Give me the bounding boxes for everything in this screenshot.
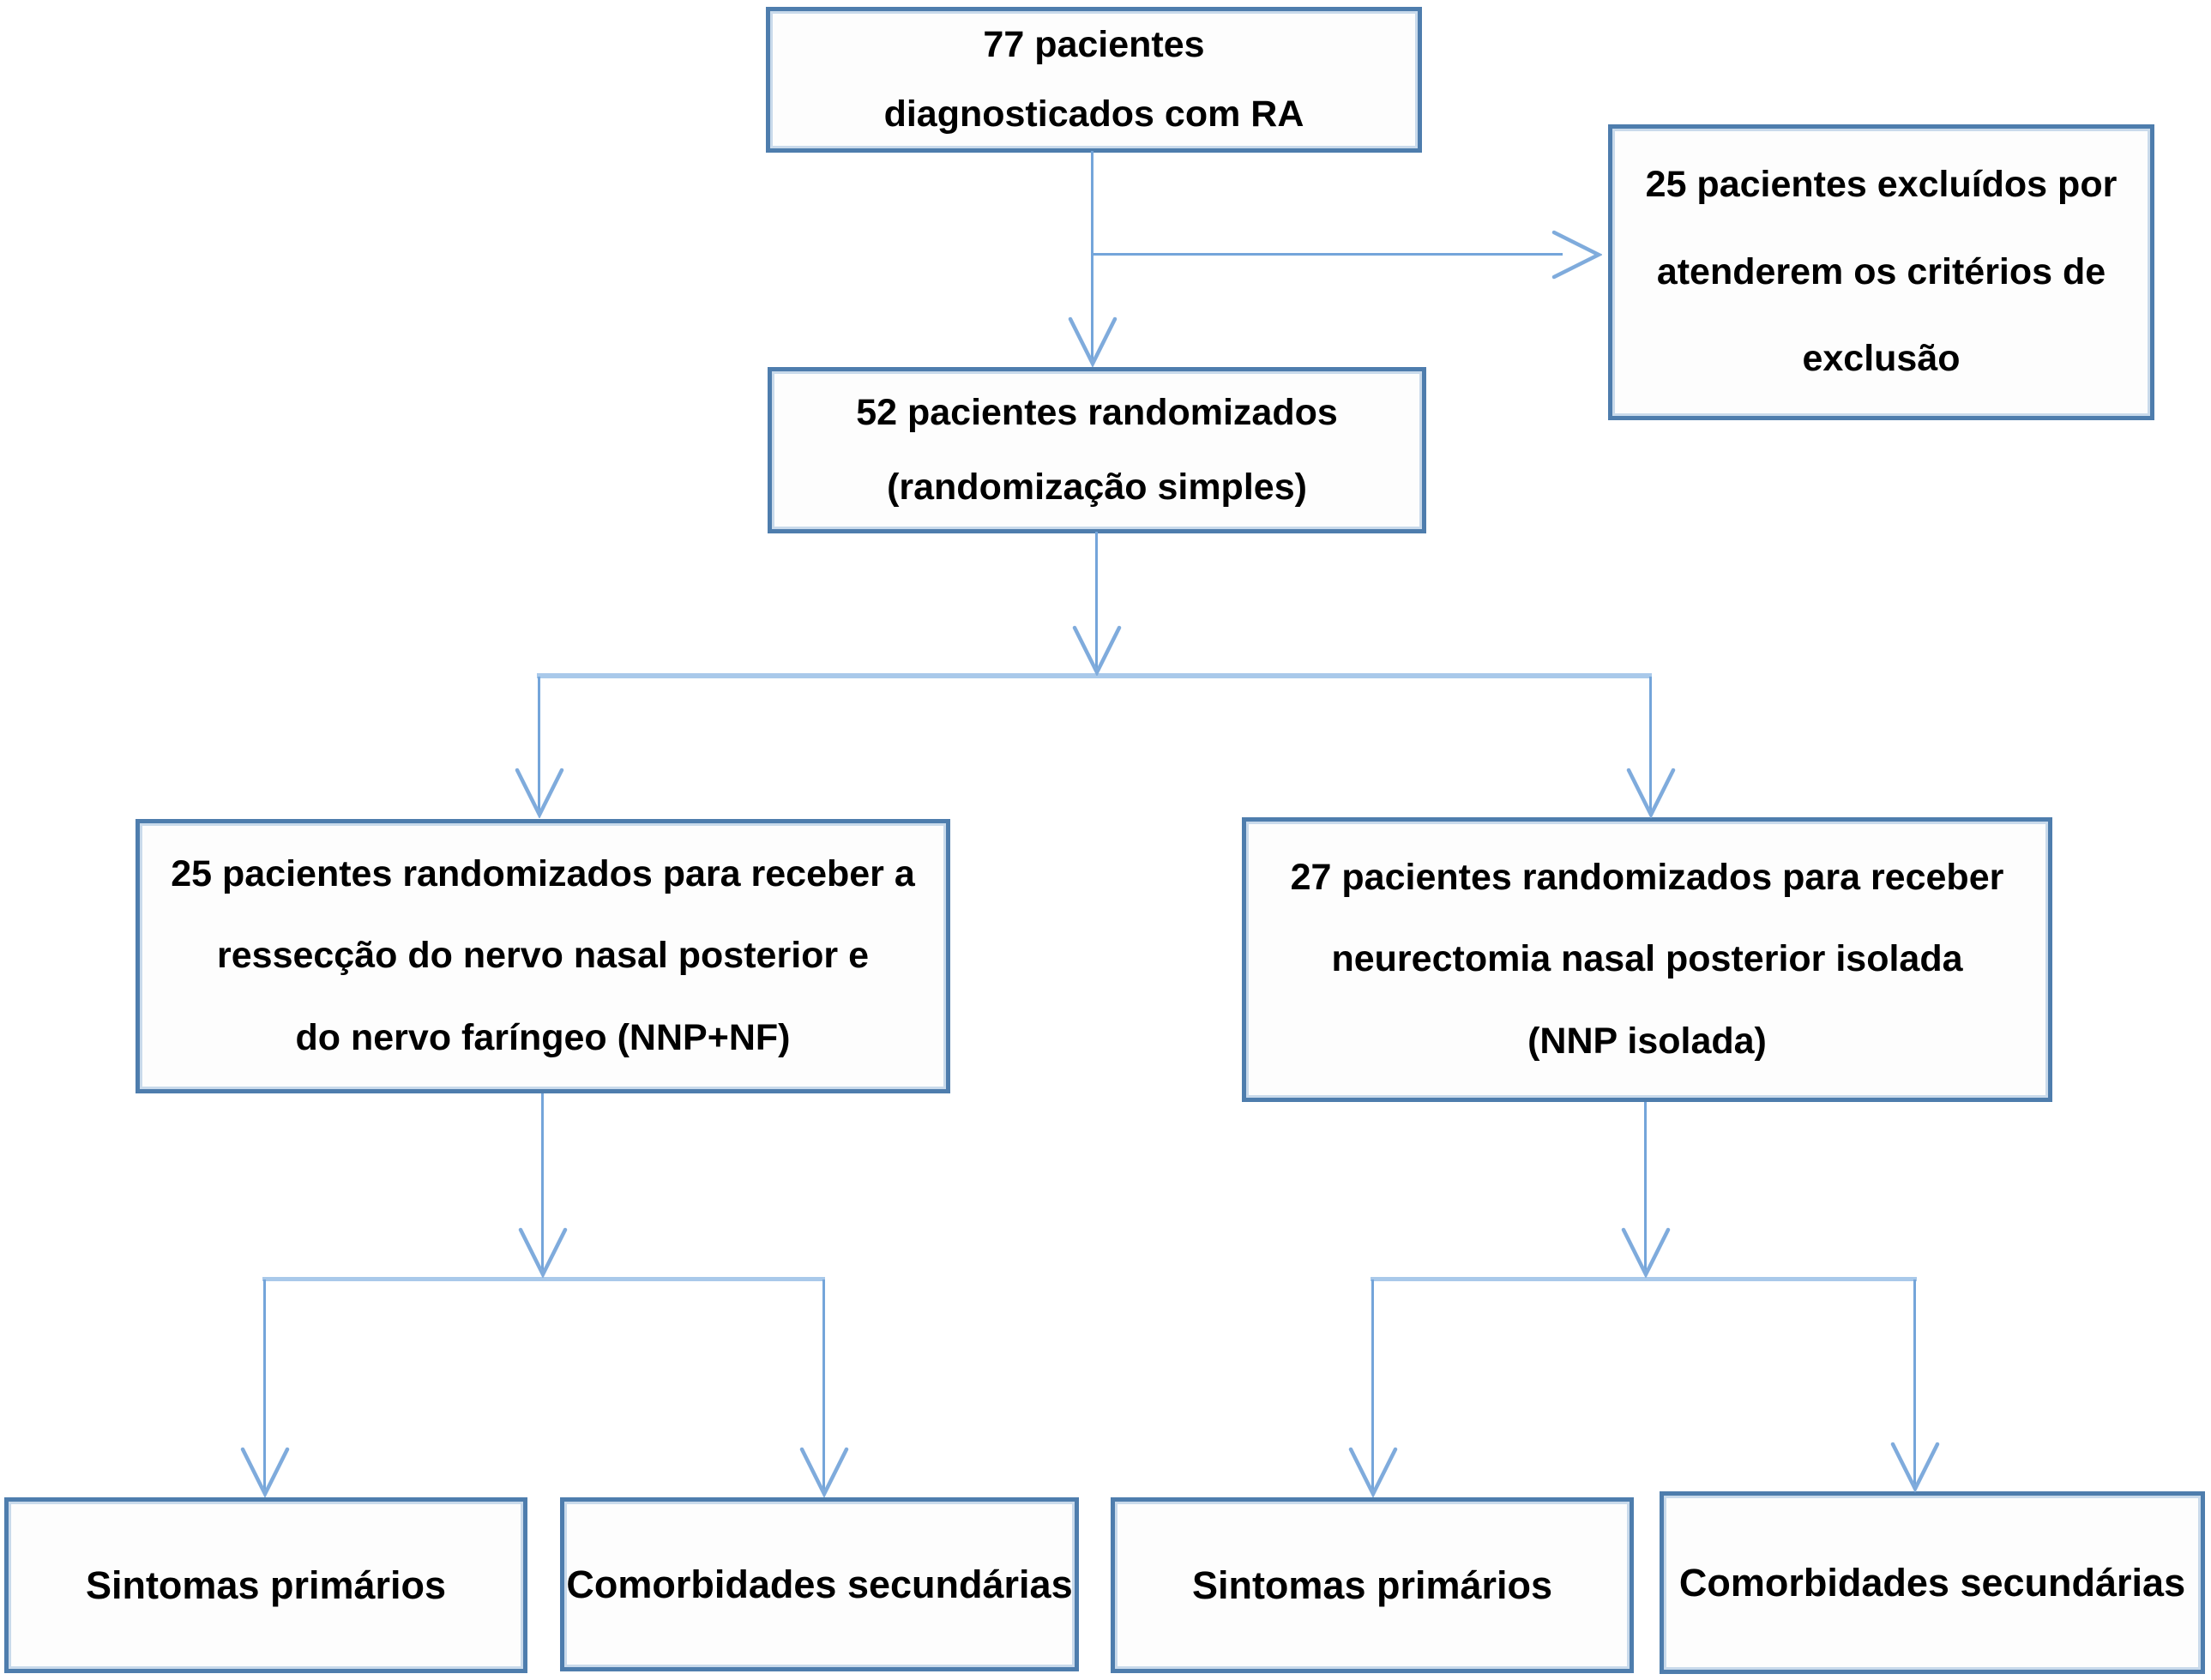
arrowhead-down-icon [799,1447,849,1497]
node-randomized-line1: 52 pacientes randomizados [856,391,1338,433]
node-excluded: 25 pacientes excluídos por atenderem os … [1608,124,2154,420]
connector-split-to-nnp-nf [538,677,540,812]
arrowhead-right-icon [1551,230,1602,280]
node-right-sintomas-label: Sintomas primários [1191,1563,1553,1607]
node-nnp-nf-line1: 25 pacientes randomizados para receber a [171,852,915,894]
arrowhead-down-icon [518,1227,568,1278]
node-right-comorbidades-secundarias: Comorbidades secundárias [1660,1491,2205,1674]
connector-branch-to-excluded [1093,253,1563,256]
node-excluded-line2: atenderem os critérios de [1656,250,2106,292]
connector-randomized-to-split [1095,532,1098,669]
connector-left-to-sintomas [263,1280,266,1492]
node-right-comorbidades-label: Comorbidades secundárias [1678,1560,2186,1605]
arrowhead-down-icon [240,1447,290,1497]
node-diagnosed-line2: diagnosticados com RA [883,93,1304,135]
node-excluded-line1: 25 pacientes excluídos por [1645,164,2118,206]
connector-nnp-isolada-to-split [1644,1102,1647,1274]
connector-right-to-sintomas [1371,1280,1374,1492]
arrowhead-down-icon [1890,1442,1940,1492]
node-right-sintomas-primarios: Sintomas primários [1111,1497,1634,1673]
arrowhead-down-icon [1348,1447,1398,1497]
connector-split-bar-left [262,1277,825,1281]
connector-left-to-comorbidades [822,1280,825,1492]
arrowhead-down-icon [515,768,564,818]
arrowhead-down-icon [1072,625,1122,676]
arrowhead-down-icon [1068,316,1118,367]
node-left-sintomas-primarios: Sintomas primários [4,1497,527,1673]
node-nnp-isolada-line1: 27 pacientes randomizados para receber [1290,856,2004,898]
node-nnp-isolada-line3: (NNP isolada) [1527,1020,1767,1062]
node-randomized-line2: (randomização simples) [887,467,1307,508]
connector-split-to-nnp-isolada [1649,677,1652,812]
connector-nnp-nf-to-split [541,1093,544,1274]
node-diagnosed-line1: 77 pacientes [983,23,1205,65]
node-left-sintomas-label: Sintomas primários [85,1563,447,1607]
node-left-comorbidades-secundarias: Comorbidades secundárias [560,1497,1079,1671]
node-nnp-isolada-line2: neurectomia nasal posterior isolada [1331,938,1963,980]
node-nnp-nf-line3: do nervo faríngeo (NNP+NF) [295,1016,791,1058]
node-diagnosed: 77 pacientes diagnosticados com RA [766,7,1422,153]
node-left-comorbidades-label: Comorbidades secundárias [566,1562,1073,1606]
node-nnp-nf-line2: ressecção do nervo nasal posterior e [217,935,869,977]
connector-diagnosed-to-randomized [1091,151,1093,362]
node-nnp-nf-arm: 25 pacientes randomizados para receber a… [136,819,950,1093]
connector-right-to-comorbidades [1913,1280,1916,1487]
arrowhead-down-icon [1621,1227,1671,1278]
connector-split-bar-top [537,673,1652,678]
node-excluded-line3: exclusão [1802,338,1961,380]
node-randomized: 52 pacientes randomizados (randomização … [768,367,1426,533]
connector-split-bar-right [1371,1277,1917,1281]
arrowhead-down-icon [1626,768,1676,818]
node-nnp-isolada-arm: 27 pacientes randomizados para receber n… [1242,817,2052,1102]
